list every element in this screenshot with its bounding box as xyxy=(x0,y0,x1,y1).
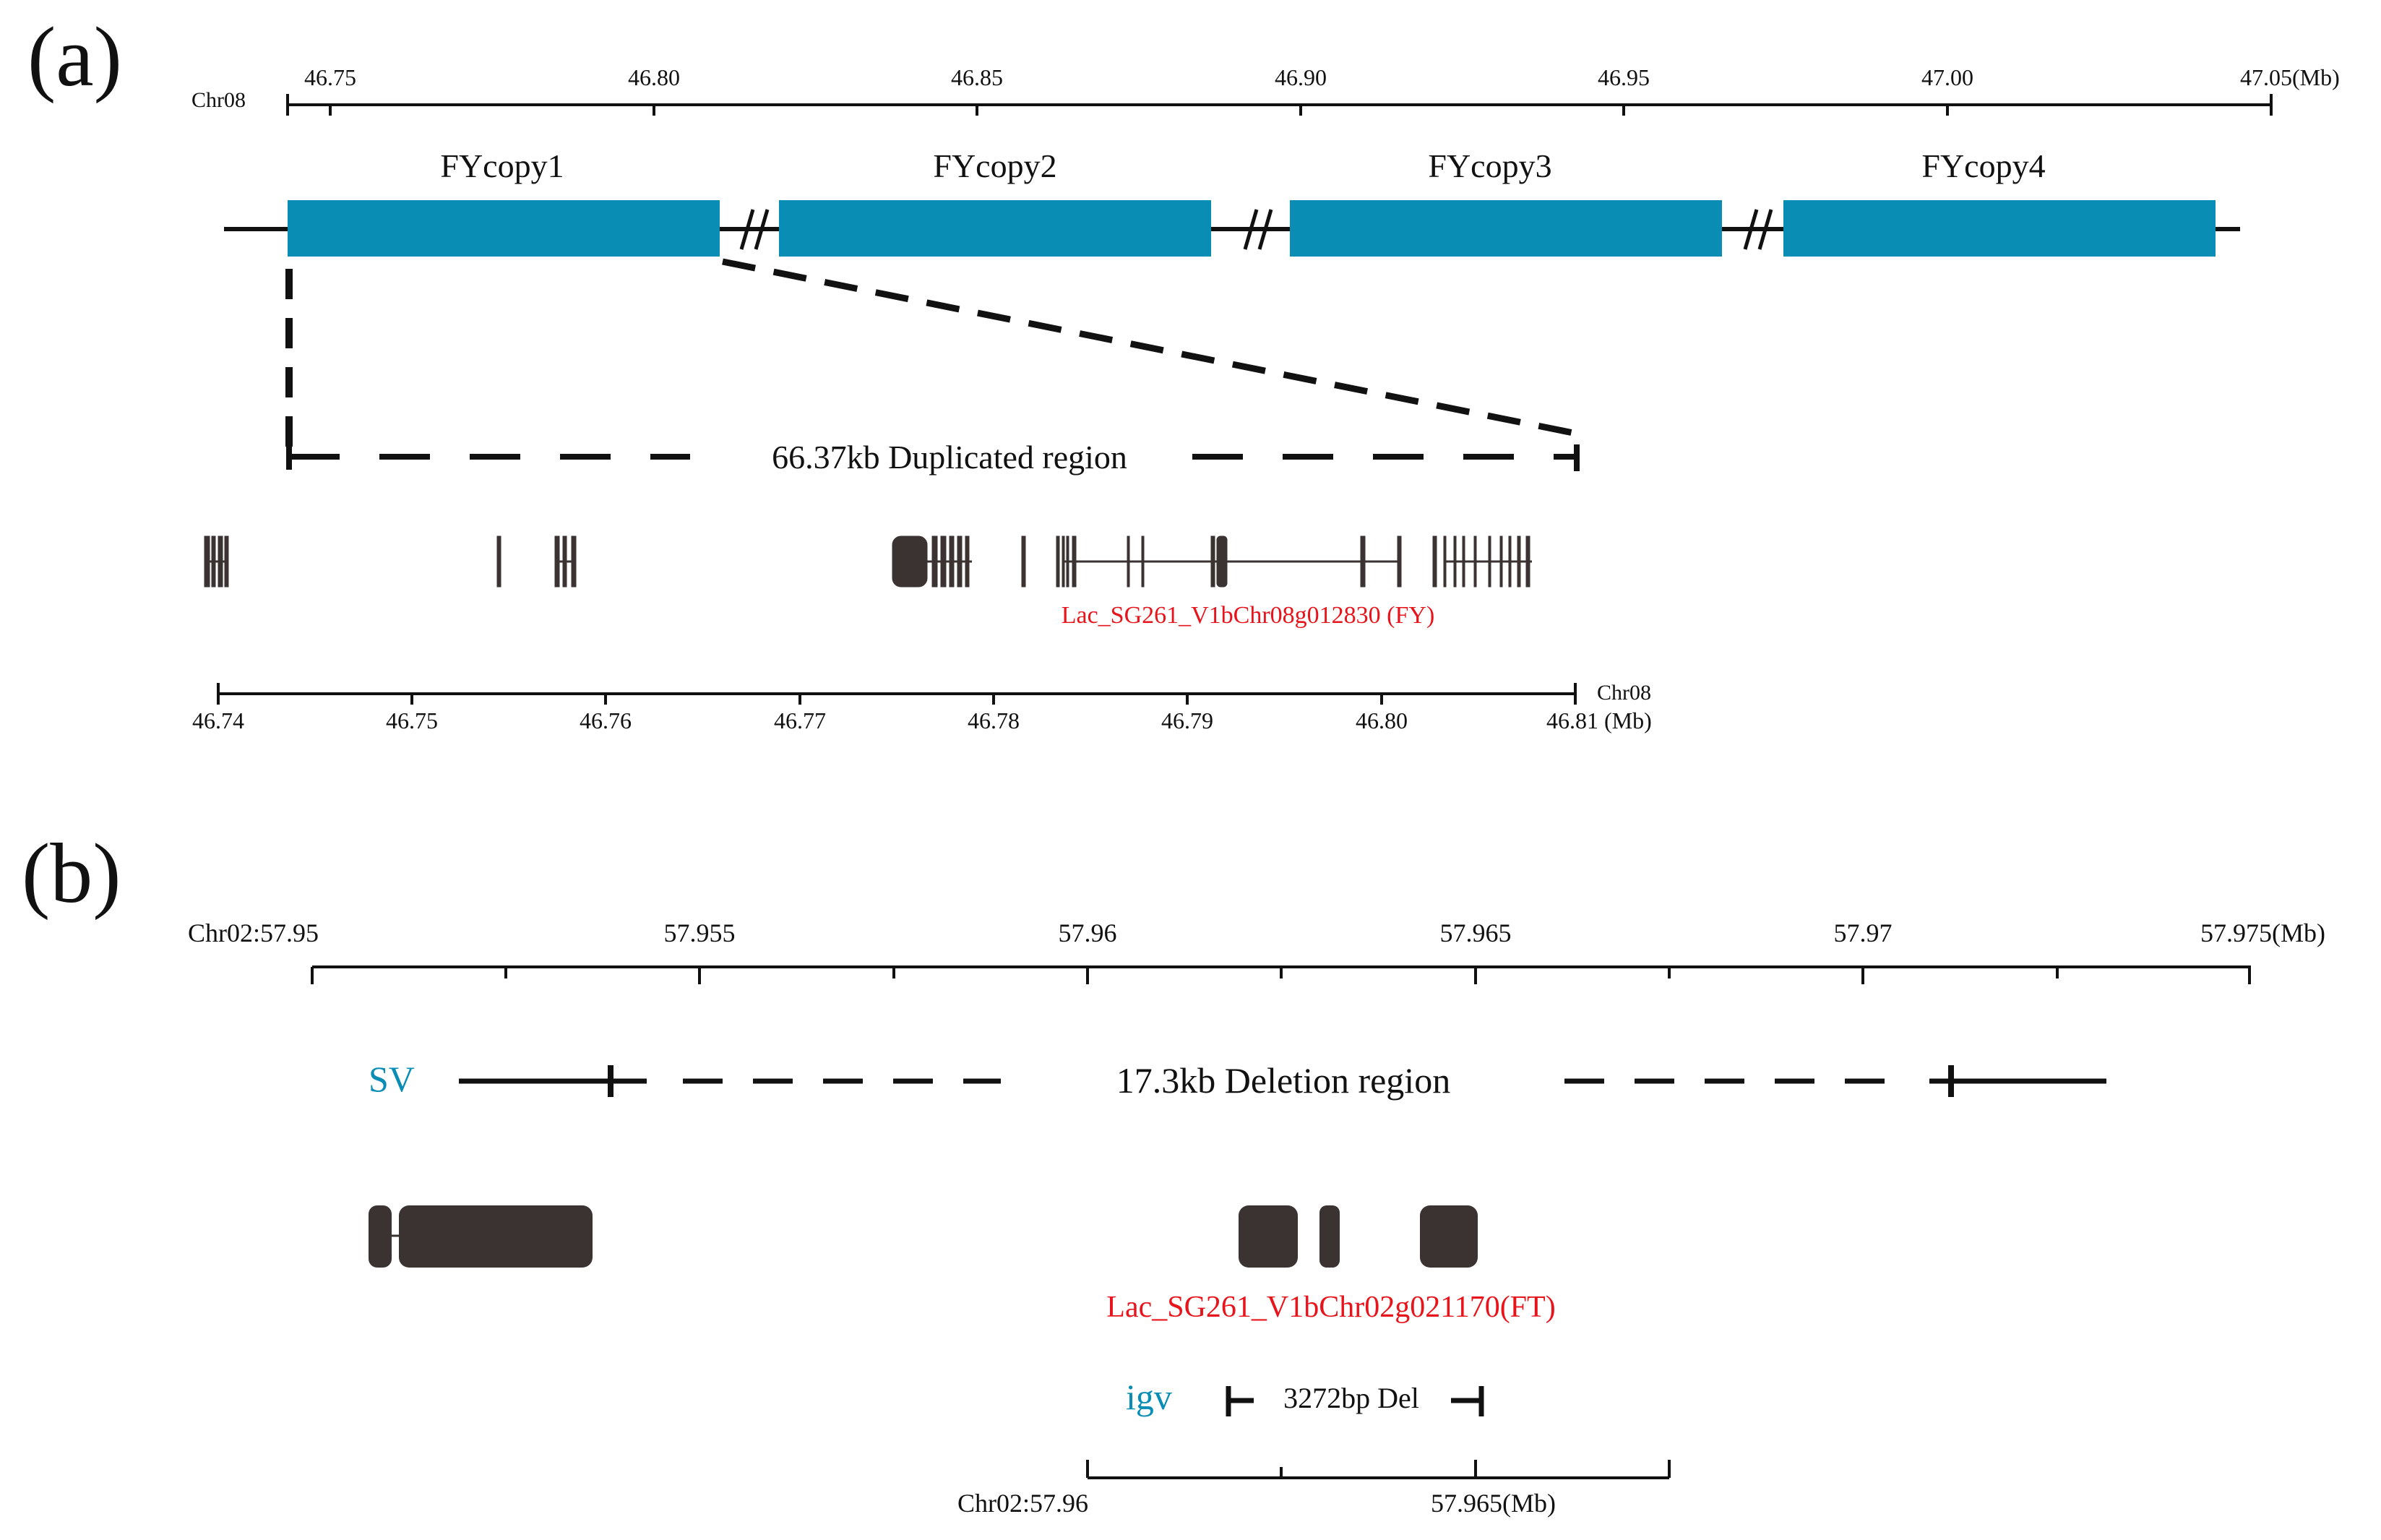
break-mark xyxy=(739,209,770,250)
igv-label: igv xyxy=(1126,1377,1172,1417)
bottom-axis-chrom-label: Chr08 xyxy=(1597,681,1651,705)
exon-mark xyxy=(1397,535,1402,588)
top-tick-label: 47.05(Mb) xyxy=(2240,64,2340,90)
bottom-tick-label: 46.81 (Mb) xyxy=(1546,707,1652,734)
exon-mark xyxy=(496,535,501,588)
break-mark xyxy=(1243,209,1273,250)
gene-label-fy: Lac_SG261_V1bChr08g012830 (FY) xyxy=(1062,602,1435,629)
panel-a-bottom-axis: Chr08 46.74 46.75 46.76 46.77 46.78 46.7… xyxy=(192,681,1652,734)
exon-mark xyxy=(1517,535,1521,588)
top-axis-chrom-label: Chr08 xyxy=(191,88,246,112)
b-bottom-tick-label: 57.965(Mb) xyxy=(1431,1489,1556,1518)
fycopy3-label: FYcopy3 xyxy=(1428,147,1551,184)
exon-mark xyxy=(1360,535,1366,588)
fycopy1-label: FYcopy1 xyxy=(440,147,564,184)
exon-block xyxy=(399,1205,593,1268)
top-tick-label: 46.75 xyxy=(304,64,356,90)
igv-del-label: 3272bp Del xyxy=(1283,1382,1419,1414)
panel-a-top-axis: Chr08 46.75 46.80 46.85 46.90 46.95 47.0… xyxy=(191,64,2340,116)
exon-mark xyxy=(1499,535,1503,588)
exon-mark xyxy=(1462,535,1465,588)
exon-block xyxy=(1239,1205,1298,1268)
exon-mark xyxy=(1056,535,1060,588)
bottom-tick-label: 46.74 xyxy=(192,707,244,734)
exon-mark xyxy=(1066,535,1069,588)
fycopy4-label: FYcopy4 xyxy=(1921,147,2045,184)
duplicated-region-label: 66.37kb Duplicated region xyxy=(772,439,1127,476)
exon-mark xyxy=(1141,535,1145,588)
fycopy2-label: FYcopy2 xyxy=(933,147,1056,184)
duplicated-region: 66.37kb Duplicated region xyxy=(286,439,1580,476)
fycopy3-block xyxy=(1290,200,1722,257)
exon-mark xyxy=(1473,535,1477,588)
bottom-tick-label: 46.77 xyxy=(774,707,826,734)
gene-models-a: Lac_SG261_V1bChr08g012830 (FY) xyxy=(204,535,1532,629)
bottom-tick-label: 46.80 xyxy=(1356,707,1408,734)
exon-mark xyxy=(1210,535,1215,588)
top-tick-label: 46.95 xyxy=(1598,64,1650,90)
exon-mark xyxy=(1508,535,1512,588)
exon-mark xyxy=(1443,535,1447,588)
exon-mark xyxy=(1072,535,1077,588)
igv-deletion: igv 3272bp Del xyxy=(1126,1377,1484,1417)
panel-b-top-axis: Chr02:57.95 57.955 57.96 57.965 57.97 57… xyxy=(188,919,2325,984)
b-top-tick-label: 57.965 xyxy=(1440,919,1512,947)
sv-deletion-track: SV 17.3kb Deletion region xyxy=(369,1059,2106,1101)
top-tick-label: 46.90 xyxy=(1275,64,1327,90)
exon-block xyxy=(1420,1205,1478,1268)
b-bottom-tick-label: Chr02:57.96 xyxy=(957,1489,1088,1518)
bottom-tick-label: 46.76 xyxy=(580,707,632,734)
exon-mark xyxy=(1021,535,1026,588)
deletion-region-label: 17.3kb Deletion region xyxy=(1116,1060,1450,1101)
panel-a-label: (a) xyxy=(27,9,122,104)
gene-models-b: Lac_SG261_V1bChr02g021170(FT) xyxy=(369,1205,1556,1324)
exon-block xyxy=(1319,1205,1340,1268)
exon-mark xyxy=(1216,535,1228,588)
fycopy1-block xyxy=(288,200,720,257)
exon-mark xyxy=(1127,535,1130,588)
bottom-tick-label: 46.78 xyxy=(968,707,1020,734)
exon-mark xyxy=(1525,535,1530,588)
top-tick-label: 46.80 xyxy=(628,64,680,90)
b-top-tick-label: 57.975(Mb) xyxy=(2200,919,2325,947)
panel-b-bottom-axis: Chr02:57.96 57.965(Mb) xyxy=(957,1460,1671,1518)
top-tick-label: 46.85 xyxy=(951,64,1003,90)
top-tick-label: 47.00 xyxy=(1921,64,1973,90)
bottom-tick-label: 46.79 xyxy=(1161,707,1213,734)
gene-label-ft: Lac_SG261_V1bChr02g021170(FT) xyxy=(1106,1291,1555,1324)
exon-block xyxy=(369,1205,392,1268)
panel-b-label: (b) xyxy=(22,826,121,921)
copies-track: FYcopy1 FYcopy2 FYcopy3 FYcopy4 xyxy=(224,147,2240,257)
fycopy2-block xyxy=(779,200,1211,257)
exon-mark xyxy=(1062,535,1065,588)
fycopy4-block xyxy=(1783,200,2216,257)
b-top-tick-label: 57.97 xyxy=(1834,919,1893,947)
break-mark xyxy=(1743,209,1773,250)
bottom-tick-label: 46.75 xyxy=(386,707,438,734)
zoom-lines xyxy=(285,258,1577,448)
b-top-tick-label: Chr02:57.95 xyxy=(188,919,319,947)
sv-label: SV xyxy=(369,1059,415,1099)
b-top-tick-label: 57.955 xyxy=(664,919,736,947)
exon-mark xyxy=(1488,535,1491,588)
exon-mark xyxy=(1453,535,1457,588)
exon-mark xyxy=(1432,535,1437,588)
b-top-tick-label: 57.96 xyxy=(1059,919,1117,947)
